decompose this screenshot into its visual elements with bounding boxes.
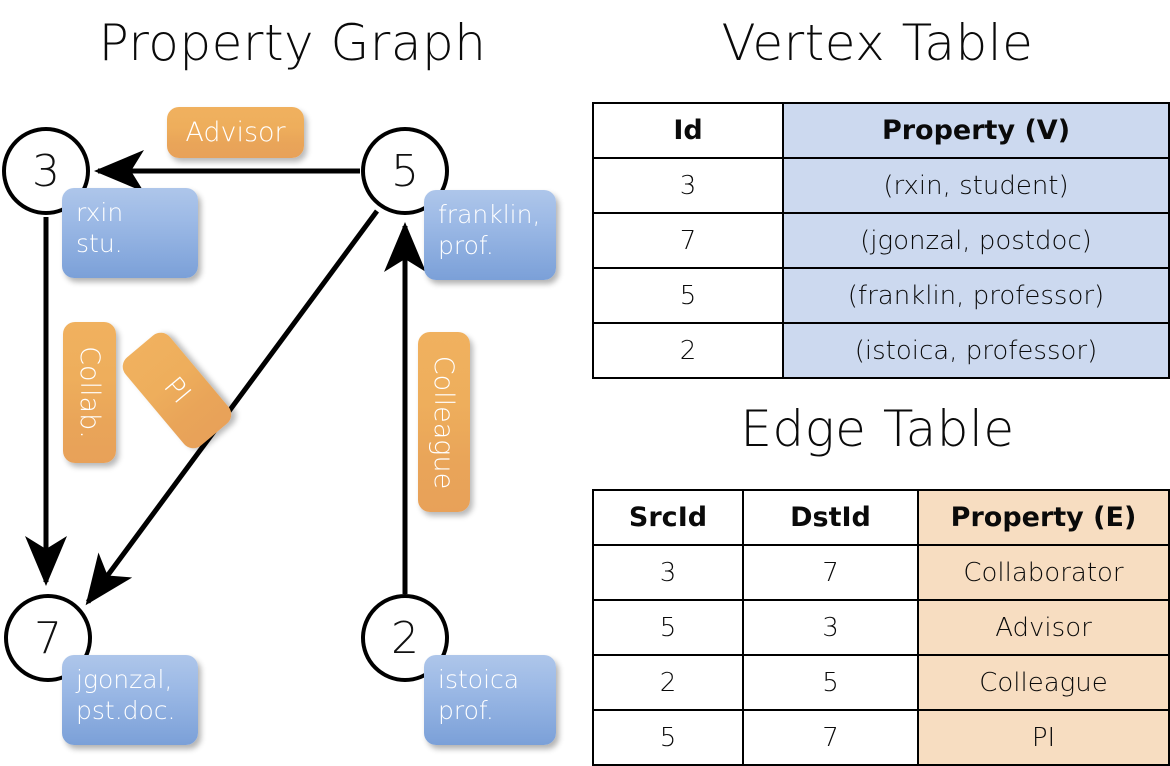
vertex-callout-franklin: franklin, prof. [424,190,556,280]
page-title-vertex-table: Vertex Table [721,14,1034,72]
vertex-table: Id Property (V) 3 (rxin, student) 7 (jgo… [592,102,1170,379]
graph-node-5-label: 5 [391,145,419,197]
edge-label-colleague-text: Colleague [428,355,460,489]
table-row[interactable]: 5 (franklin, professor) [592,267,1170,324]
graph-node-3-label: 3 [32,145,60,197]
edge-cell-src: 2 [592,654,744,711]
vertex-cell-id: 2 [592,322,784,379]
edge-cell-property: Collaborator [917,544,1170,601]
edge-label-colleague: Colleague [418,332,470,512]
edge-table: SrcId DstId Property (E) 3 7 Collaborato… [592,489,1170,766]
vertex-cell-property: (istoica, professor) [782,322,1170,379]
vertex-cell-property: (rxin, student) [782,157,1170,214]
table-row[interactable]: 5 3 Advisor [592,599,1170,656]
edge-cell-dst: 7 [742,709,919,766]
table-row[interactable]: 2 5 Colleague [592,654,1170,711]
vertex-table-header-row: Id Property (V) [592,102,1170,159]
graph-node-2[interactable]: 2 [361,594,449,682]
table-row[interactable]: 5 7 PI [592,709,1170,766]
edge-table-header-property: Property (E) [917,489,1170,546]
vertex-callout-jgonzal: jgonzal, pst.doc. [62,655,198,745]
graph-edge-arrows [24,149,427,606]
edge-label-collab-text: Collab. [74,346,105,439]
vertex-table-header-id: Id [592,102,784,159]
edge-cell-src: 3 [592,544,744,601]
graph-node-2-label: 2 [391,612,419,664]
vertex-cell-property: (jgonzal, postdoc) [782,212,1170,269]
edge-cell-src: 5 [592,599,744,656]
edge-cell-dst: 7 [742,544,919,601]
vertex-callout-rxin: rxin stu. [62,188,198,278]
vertex-cell-id: 7 [592,212,784,269]
graph-node-7-label: 7 [34,612,62,664]
edge-cell-dst: 5 [742,654,919,711]
table-row[interactable]: 3 (rxin, student) [592,157,1170,214]
vertex-cell-id: 5 [592,267,784,324]
edge-cell-dst: 3 [742,599,919,656]
property-graph-diagram: 3 5 7 2 rxin stu. franklin, prof. jgonza… [0,0,585,760]
graph-node-5[interactable]: 5 [361,127,449,215]
edge-label-collab: Collab. [63,322,116,463]
edge-table-header-row: SrcId DstId Property (E) [592,489,1170,546]
edge-cell-src: 5 [592,709,744,766]
edge-label-advisor: Advisor [167,107,304,158]
table-row[interactable]: 2 (istoica, professor) [592,322,1170,379]
table-row[interactable]: 7 (jgonzal, postdoc) [592,212,1170,269]
edge-5-to-7-pi [85,209,380,606]
edge-label-pi-text: PI [157,371,197,410]
vertex-cell-id: 3 [592,157,784,214]
edge-cell-property: PI [917,709,1170,766]
vertex-callout-istoica: istoica prof. [424,655,556,745]
edge-table-header-srcid: SrcId [592,489,744,546]
vertex-cell-property: (franklin, professor) [782,267,1170,324]
table-row[interactable]: 3 7 Collaborator [592,544,1170,601]
edge-cell-property: Colleague [917,654,1170,711]
page-title-property-graph: Property Graph [98,14,487,72]
edge-label-advisor-text: Advisor [185,117,286,148]
edge-cell-property: Advisor [917,599,1170,656]
vertex-table-header-property: Property (V) [782,102,1170,159]
edge-table-header-dstid: DstId [742,489,919,546]
page-title-edge-table: Edge Table [740,400,1015,458]
